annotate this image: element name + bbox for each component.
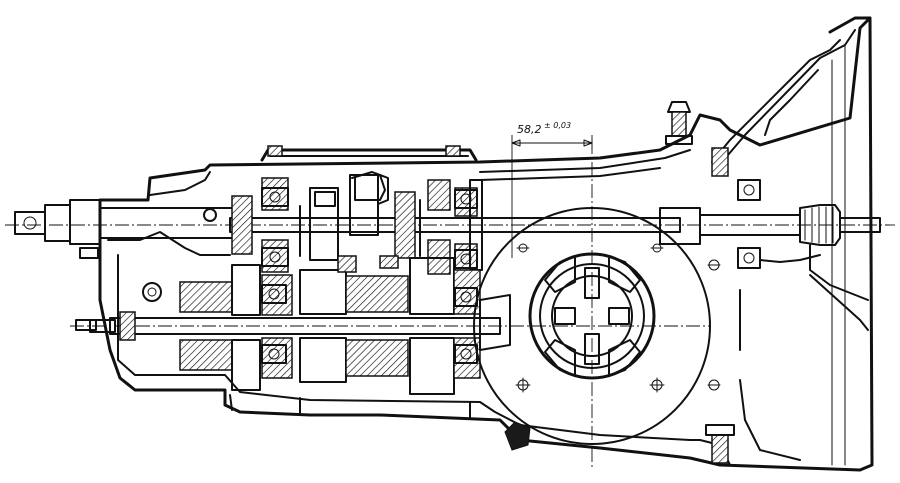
bolts bbox=[75, 101, 735, 464]
main-shaft-gears bbox=[231, 174, 483, 275]
center-lines bbox=[5, 140, 895, 470]
flywheel-circle bbox=[473, 207, 711, 445]
gearbox-housing bbox=[98, 16, 874, 472]
dimension-callout: 58,2 ± 0,03 bbox=[511, 121, 593, 258]
shift-mechanism bbox=[299, 171, 421, 273]
dimension-value: 58,2 bbox=[517, 123, 542, 136]
bearings bbox=[142, 179, 761, 364]
dimension-tolerance: ± 0,03 bbox=[544, 121, 571, 130]
